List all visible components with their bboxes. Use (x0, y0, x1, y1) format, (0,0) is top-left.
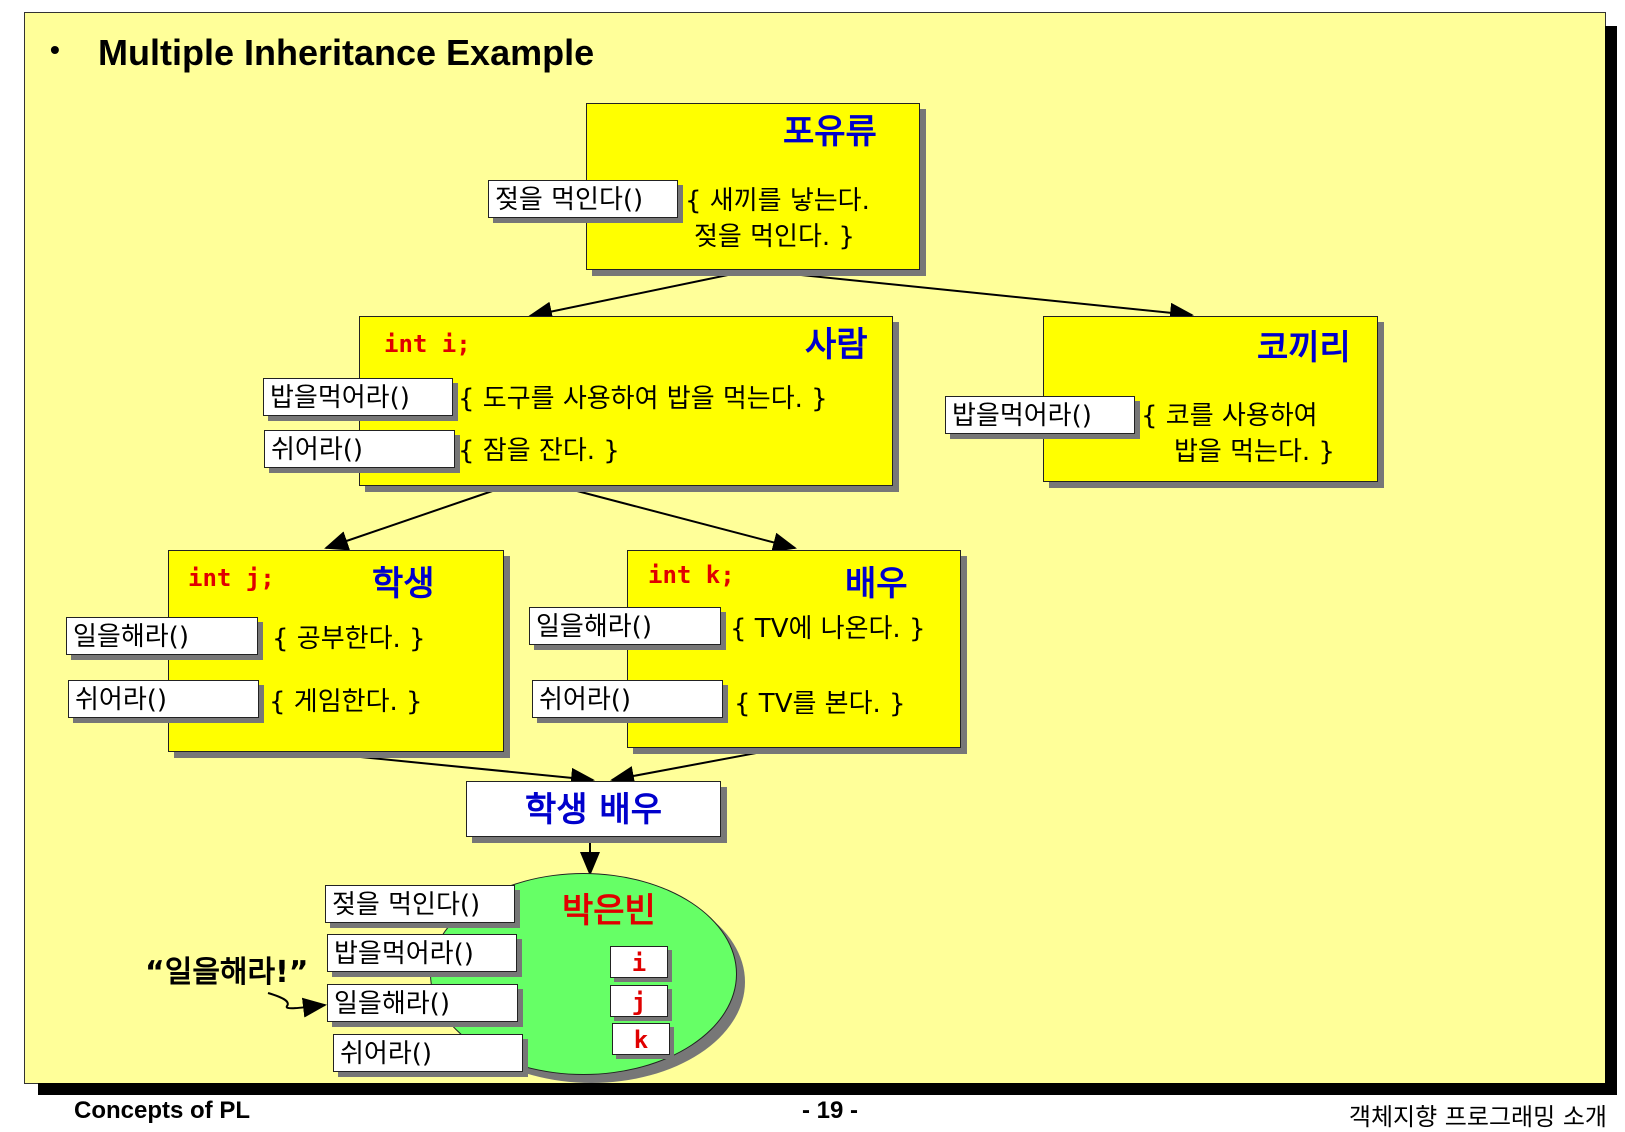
object-var-k: k (612, 1023, 670, 1055)
body-actor-work: { TV에 나온다. } (730, 614, 926, 644)
class-box-student-actor: 학생 배우 (466, 781, 721, 837)
var-person-i: int i; (384, 330, 471, 358)
class-name-student: 학생 (372, 564, 435, 604)
object-method-feed: 젖을 먹인다() (325, 885, 515, 923)
slide-shadow-bottom (38, 1083, 1616, 1095)
method-student-work: 일을해라() (66, 617, 258, 655)
class-name-actor: 배우 (845, 564, 908, 604)
body-actor-rest: { TV를 본다. } (734, 689, 906, 719)
class-name-mammal: 포유류 (783, 112, 877, 152)
var-student-j: int j; (188, 564, 275, 592)
class-name-person: 사람 (805, 325, 868, 365)
method-person-rest: 쉬어라() (264, 430, 455, 468)
method-actor-work: 일을해라() (529, 607, 721, 645)
body-student-work: { 공부한다. } (272, 624, 426, 654)
object-var-j: j (610, 985, 668, 1017)
method-mammal-feed: 젖을 먹인다() (488, 180, 678, 218)
footer-page-number: - 19 - (802, 1097, 859, 1124)
slide-shadow-right (1605, 26, 1617, 1095)
method-elephant-eat: 밥을먹어라() (945, 396, 1135, 434)
title-bullet: • (50, 34, 60, 65)
body-student-rest: { 게임한다. } (269, 687, 423, 717)
body-elephant-line2: 밥을 먹는다. } (1174, 437, 1335, 467)
body-person-rest: { 잠을 잔다. } (458, 436, 620, 466)
object-method-eat: 밥을먹어라() (327, 934, 517, 972)
body-mammal-line1: { 새끼를 낳는다. (685, 186, 870, 216)
object-method-rest: 쉬어라() (333, 1034, 523, 1072)
method-student-rest: 쉬어라() (68, 680, 259, 718)
class-name-elephant: 코끼리 (1257, 328, 1351, 368)
method-actor-rest: 쉬어라() (532, 680, 723, 718)
body-mammal-line2: 젖을 먹인다. } (694, 222, 855, 252)
body-elephant-line1: { 코를 사용하여 (1141, 401, 1318, 431)
object-method-work: 일을해라() (327, 984, 518, 1022)
body-person-eat: { 도구를 사용하여 밥을 먹는다. } (458, 384, 828, 414)
slide-title: Multiple Inheritance Example (98, 32, 595, 73)
var-actor-k: int k; (648, 561, 735, 589)
object-var-i: i (610, 946, 668, 978)
footer-topic: 객체지향 프로그래밍 소개 (1348, 1103, 1607, 1131)
call-message: “일을해라!” (145, 955, 309, 990)
footer-course: Concepts of PL (74, 1097, 251, 1124)
object-name: 박은빈 (562, 891, 656, 931)
method-person-eat: 밥을먹어라() (263, 378, 453, 416)
